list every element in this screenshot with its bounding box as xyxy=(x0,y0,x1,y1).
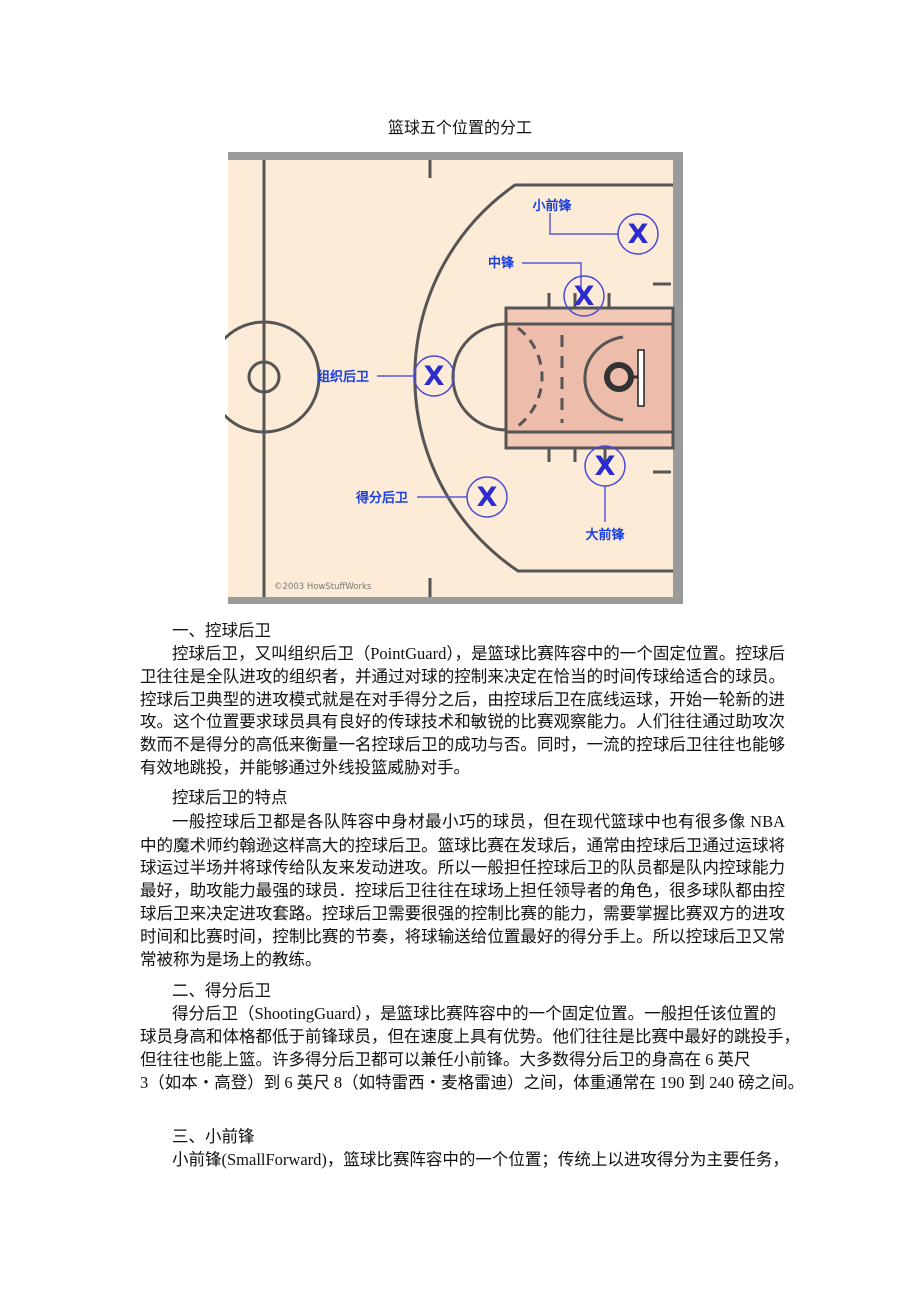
paragraph-line: 球后卫来决定进攻套路。控球后卫需要很强的控制比赛的能力，需要掌握比赛双方的进攻 xyxy=(140,904,785,923)
free-throw-dashed-arc xyxy=(517,326,544,428)
section-heading: 三、小前锋 xyxy=(172,1127,255,1146)
paragraph-line: 卫往往是全队进攻的组织者，并通过对球的控制来决定在恰当的时间传球给适合的球员。 xyxy=(140,667,785,686)
subheading: 控球后卫的特点 xyxy=(172,788,288,807)
paragraph-line: 小前锋(SmallForward)，篮球比赛阵容中的一个位置；传统上以进攻得分为… xyxy=(172,1150,789,1169)
label-small-forward: 小前锋 xyxy=(532,198,572,214)
label-center: 中锋 xyxy=(488,255,515,271)
paragraph-line: 得分后卫（ShootingGuard），是篮球比赛阵容中的一个固定位置。一般担任… xyxy=(172,1004,777,1023)
paragraph-line: 常被称为是场上的教练。 xyxy=(140,950,322,969)
backboard xyxy=(637,349,645,407)
center-circle xyxy=(225,320,321,434)
center-marker: X xyxy=(563,275,605,317)
document-title: 篮球五个位置的分工 xyxy=(387,120,532,137)
paragraph-line: 最好，助攻能力最强的球员．控球后卫往往在球场上担任领导者的角色，很多球队都由控 xyxy=(140,881,785,900)
svg-text:X: X xyxy=(574,281,595,312)
section-heading: 二、得分后卫 xyxy=(172,981,271,1000)
paragraph-line: 攻。这个位置要求球员具有良好的传球技术和敏锐的比赛观察能力。人们往往通过助攻次 xyxy=(140,712,785,731)
small-forward-marker: X xyxy=(617,213,659,255)
copyright-text: ©2003 HowStuffWorks xyxy=(274,582,372,592)
free-throw-circle xyxy=(451,322,507,432)
paragraph-line: 3（如本・高登）到 6 英尺 8（如特雷西・麦格雷迪）之间，体重通常在 190 … xyxy=(140,1073,805,1092)
svg-text:X: X xyxy=(628,219,649,250)
point-guard-marker: X xyxy=(413,355,455,397)
center-inner-circle xyxy=(247,360,281,394)
player-markers: X X X X X xyxy=(413,213,659,518)
section-heading: 一、控球后卫 xyxy=(172,621,271,640)
label-point-guard: 组织后卫 xyxy=(317,369,369,385)
restricted-arc xyxy=(583,335,624,422)
power-forward-marker: X xyxy=(584,445,626,487)
paragraph-line: 时间和比赛时间，控制比赛的节奏，将球输送给位置最好的得分手上。所以控球后卫又常 xyxy=(140,927,785,946)
paragraph-line: 球员身高和体格都低于前锋球员，但在速度上具有优势。他们往往是比赛中最好的跳投手， xyxy=(140,1027,800,1046)
paragraph-line: 一般控球后卫都是各队阵容中身材最小巧的球员，但在现代篮球中也有很多像 NBA xyxy=(172,812,785,831)
paragraph-line: 控球后卫，又叫组织后卫（PointGuard），是篮球比赛阵容中的一个固定位置。… xyxy=(172,644,785,663)
paragraph-line: 控球后卫典型的进攻模式就是在对手得分之后，由控球后卫在底线运球，开始一轮新的进 xyxy=(140,690,785,709)
paragraph-line: 球运过半场并将球传给队友来发动进攻。所以一般担任控球后卫的队员都是队内控球能力 xyxy=(140,858,785,877)
paragraph-line: 但往往也能上篮。许多得分后卫都可以兼任小前锋。大多数得分后卫的身高在 6 英尺 xyxy=(140,1050,751,1069)
paragraph-line: 数而不是得分的高低来衡量一名控球后卫的成功与否。同时，一流的控球后卫往往也能够 xyxy=(140,735,785,754)
svg-text:X: X xyxy=(477,482,498,513)
label-shooting-guard: 得分后卫 xyxy=(355,490,408,506)
svg-text:X: X xyxy=(595,451,616,482)
label-power-forward: 大前锋 xyxy=(585,527,625,543)
lane-key xyxy=(504,322,675,434)
paragraph-line: 有效地跳投，并能够通过外线投篮威胁对手。 xyxy=(140,758,470,777)
svg-text:X: X xyxy=(424,361,445,392)
shooting-guard-marker: X xyxy=(466,476,508,518)
paragraph-line: 中的魔术师约翰逊这样高大的控球后卫。篮球比赛在发球后，通常由控球后卫通过运球将 xyxy=(140,836,785,855)
basketball-court-diagram: X X X X X 小前锋 中锋 组织后卫 得分后卫 大前锋 ©2003 How… xyxy=(225,152,683,604)
